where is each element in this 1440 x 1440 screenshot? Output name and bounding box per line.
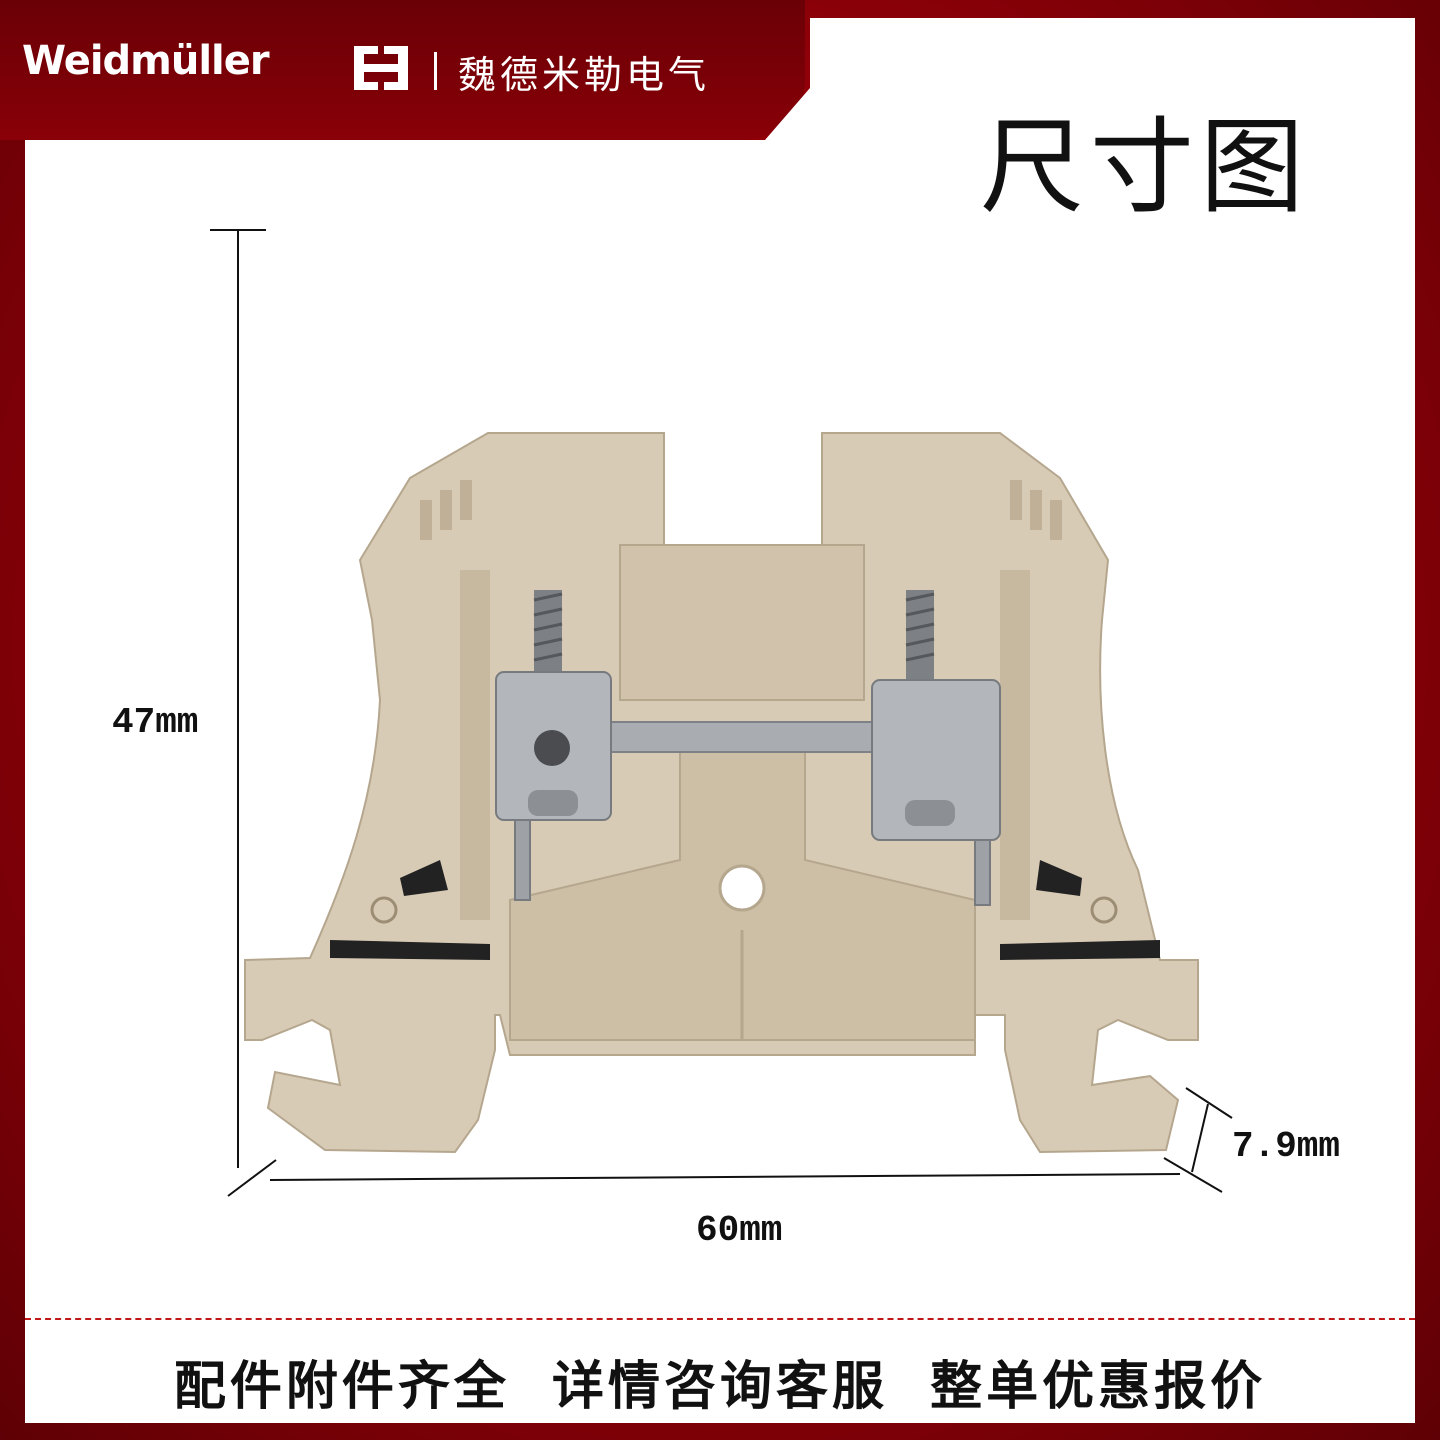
brand-wordmark: Weidmüller <box>22 38 270 84</box>
footer-item: 整单优惠报价 <box>930 1357 1267 1417</box>
footer-slogan: 配件附件齐全 详情咨询客服 整单优惠报价 <box>0 1344 1440 1419</box>
center-channel <box>619 544 865 701</box>
terminal-block-image <box>244 432 1199 1154</box>
footer-item: 详情咨询客服 <box>551 1357 888 1417</box>
width-dimension-line <box>227 1157 1223 1197</box>
width-dimension-label: 60mm <box>696 1210 783 1251</box>
footer-divider <box>25 1318 1415 1320</box>
logo-divider <box>434 52 437 90</box>
depth-dimension-label: 7.9mm <box>1232 1126 1341 1167</box>
brand-name-cn: 魏德米勒电气 <box>458 53 711 97</box>
current-bar <box>609 721 876 753</box>
height-dimension-label: 47mm <box>112 702 199 743</box>
footer-item: 配件附件齐全 <box>173 1357 510 1417</box>
page-title: 尺寸图 <box>980 106 1311 228</box>
right-screw <box>905 590 935 680</box>
left-screw <box>533 590 563 680</box>
mounting-hole <box>718 864 766 912</box>
weidmuller-logo-icon <box>354 46 408 90</box>
depth-dimension-line <box>1185 1087 1233 1173</box>
right-clamp <box>871 679 1001 841</box>
height-dimension-line <box>210 229 266 1168</box>
